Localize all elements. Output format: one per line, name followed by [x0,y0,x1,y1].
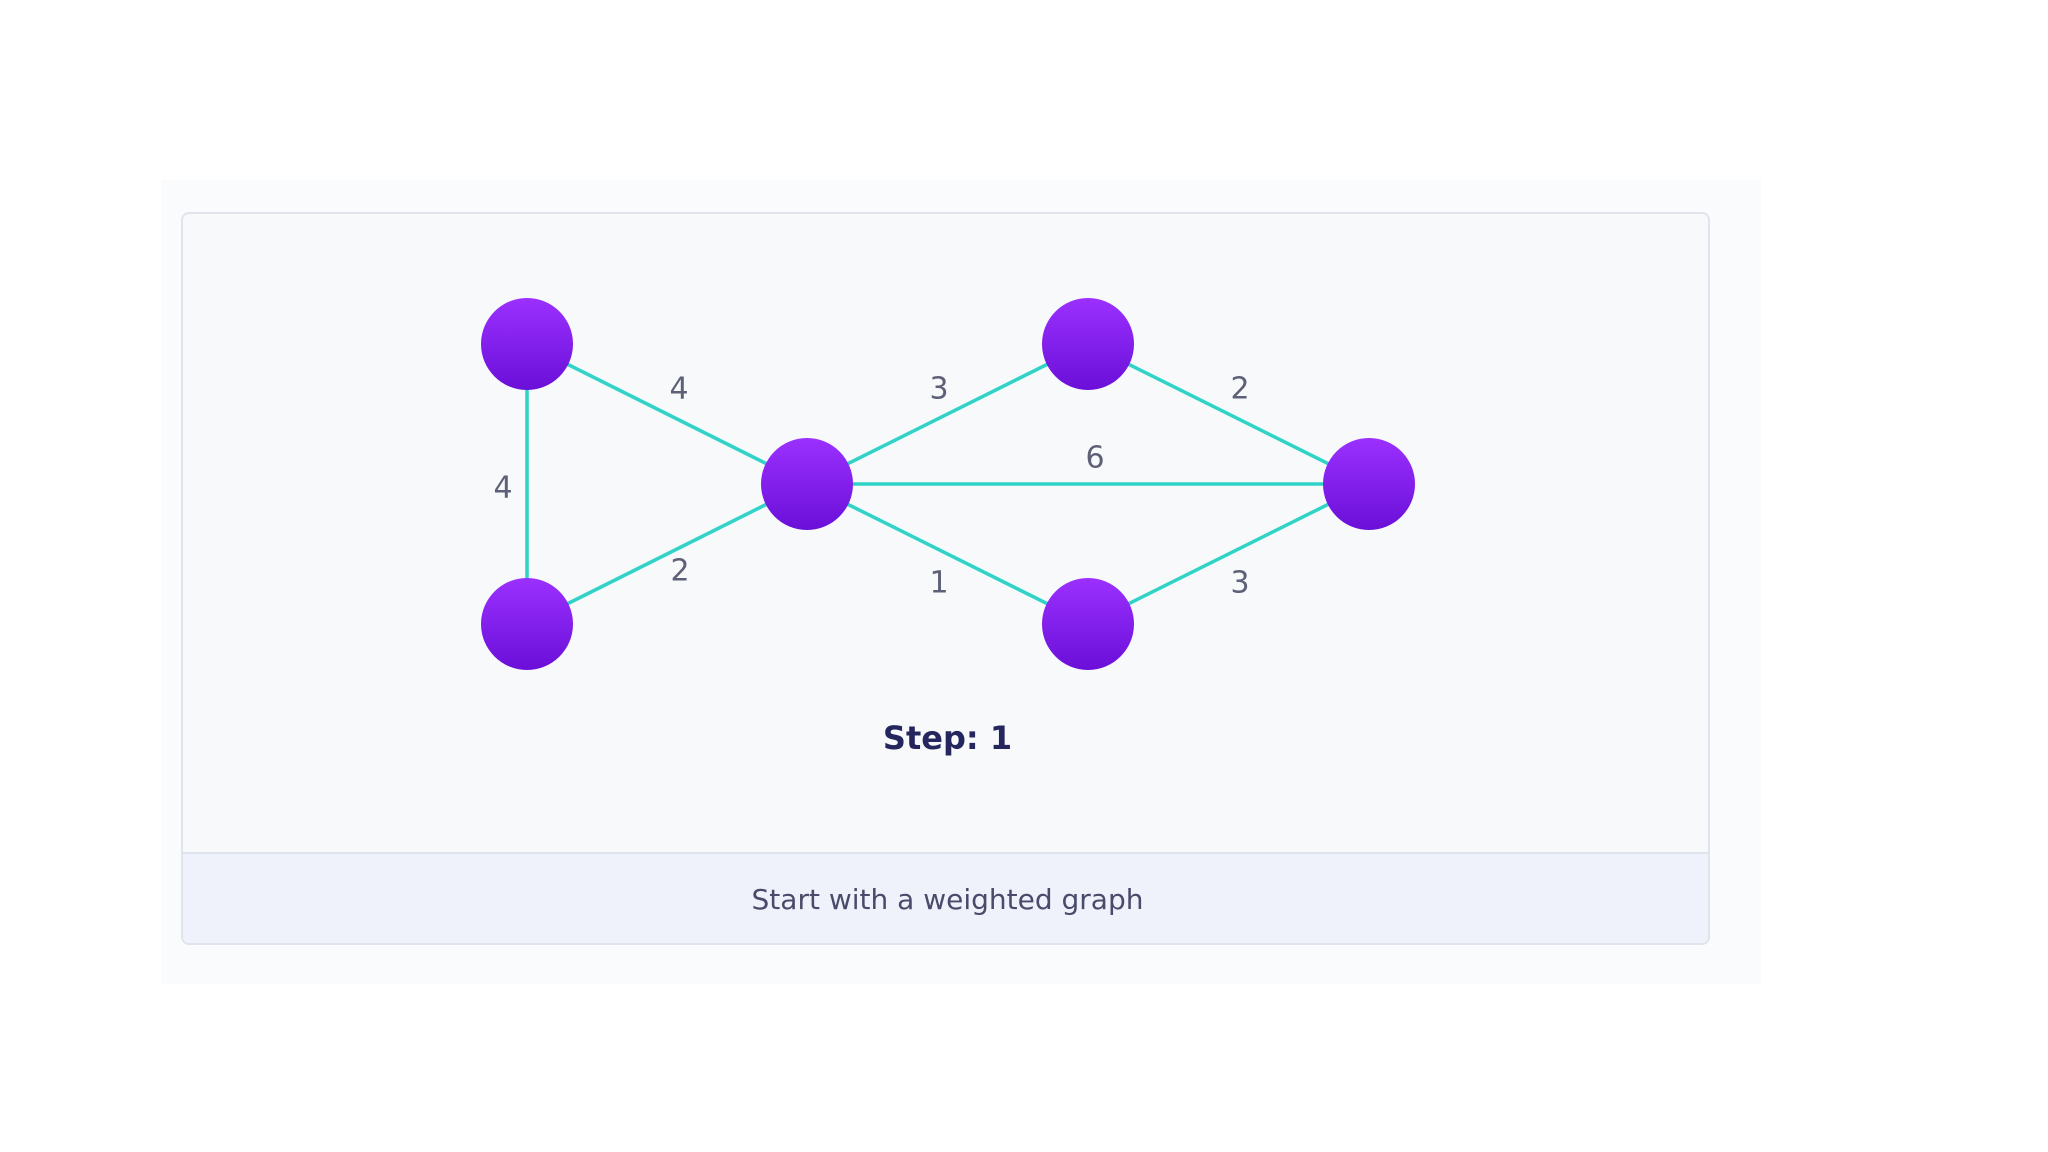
edge-c-d [806,342,1089,486]
edge-d-f [1087,342,1370,486]
graph-node-f [1323,438,1415,530]
weighted-graph: 4 4 2 3 6 1 2 3 [481,298,1415,670]
graph-node-c [761,438,853,530]
edge-weight-label: 4 [669,372,688,407]
edge-weight-label: 4 [493,471,512,506]
edge-weight-label: 1 [929,566,948,601]
edge-weight-label: 3 [929,372,948,407]
edge-weight-label: 2 [670,554,689,589]
edge-e-f [1087,482,1370,626]
edge-weight-label: 3 [1230,566,1249,601]
edge-c-e [806,482,1089,626]
graph-card: 4 4 2 3 6 1 2 3 Step: 1 Start with a weighted g… [181,212,1710,945]
graph-node-b [481,578,573,670]
graph-node-e [1042,578,1134,670]
edge-weight-label: 2 [1230,372,1249,407]
edge-weights: 4 4 2 3 6 1 2 3 [493,372,1249,601]
edge-weight-label: 6 [1085,441,1104,476]
edges [525,342,1370,626]
nodes [481,298,1415,670]
graph-node-d [1042,298,1134,390]
step-label: Step: 1 [882,719,1013,757]
caption-text: Start with a weighted graph [751,883,1144,916]
graph-node-a [481,298,573,390]
edge-b-c [526,482,808,626]
edge-a-c [526,342,808,486]
caption-bar: Start with a weighted graph [183,852,1708,943]
